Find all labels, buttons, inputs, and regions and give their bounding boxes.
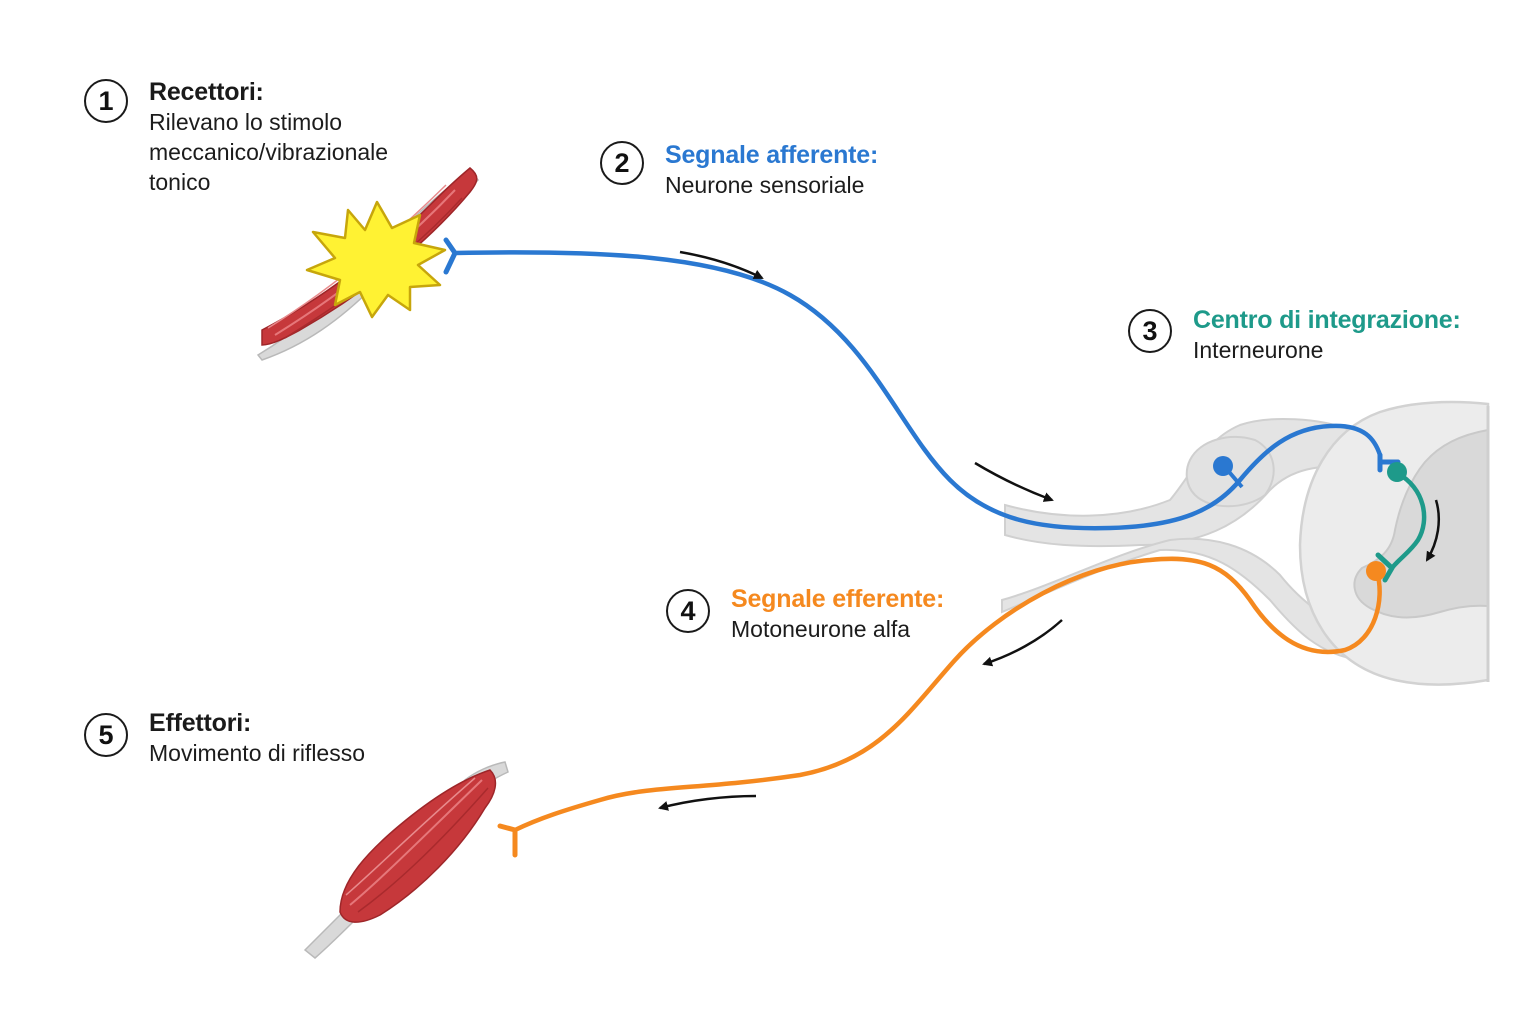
step-integration-center: 3 Centro di integrazione: Interneurone (1128, 305, 1461, 365)
direction-arrows (658, 250, 1441, 811)
step-effectors: 5 Effettori: Movimento di riflesso (84, 708, 365, 768)
arrow-efferent-2 (658, 794, 757, 811)
motor-cell-body (1366, 561, 1386, 581)
step-efferent-signal: 4 Segnale efferente: Motoneurone alfa (666, 584, 944, 644)
step-title: Segnale efferente: (731, 585, 945, 613)
step-description: Neurone sensoriale (665, 172, 865, 198)
arrow-afferent-1 (679, 250, 764, 280)
step-afferent-signal: 2 Segnale afferente: Neurone sensoriale (600, 140, 878, 200)
step-title: Effettori: (149, 709, 252, 737)
starburst-icon (305, 200, 447, 319)
step-number-badge: 2 (600, 141, 644, 185)
step-description: Motoneurone alfa (731, 616, 911, 642)
arrow-interneuron (1425, 499, 1441, 562)
step-description: Movimento di riflesso (149, 740, 366, 766)
arrow-efferent-1 (982, 619, 1063, 667)
step-number-badge: 5 (84, 713, 128, 757)
afferent-neuron (443, 237, 1401, 531)
step-description: Interneurone (1193, 337, 1324, 363)
step-number-badge: 3 (1128, 309, 1172, 353)
muscle-icon (303, 761, 509, 959)
step-number-badge: 4 (666, 589, 710, 633)
step-description: Rilevano lo stimolo meccanico/vibraziona… (149, 109, 389, 195)
step-number-badge: 1 (84, 79, 128, 123)
spinal-cord-cross-section (1001, 400, 1490, 686)
interneuron (1375, 462, 1427, 583)
step-title: Recettori: (149, 78, 264, 106)
step-receptors: 1 Recettori: Rilevano lo stimolo meccani… (84, 77, 388, 197)
arrow-afferent-2 (974, 461, 1054, 502)
efferent-neuron (497, 556, 1386, 858)
interneuron-cell-body (1387, 462, 1407, 482)
step-title: Segnale afferente: (665, 141, 879, 169)
sensory-cell-body (1213, 456, 1233, 476)
step-title: Centro di integrazione: (1193, 306, 1461, 334)
